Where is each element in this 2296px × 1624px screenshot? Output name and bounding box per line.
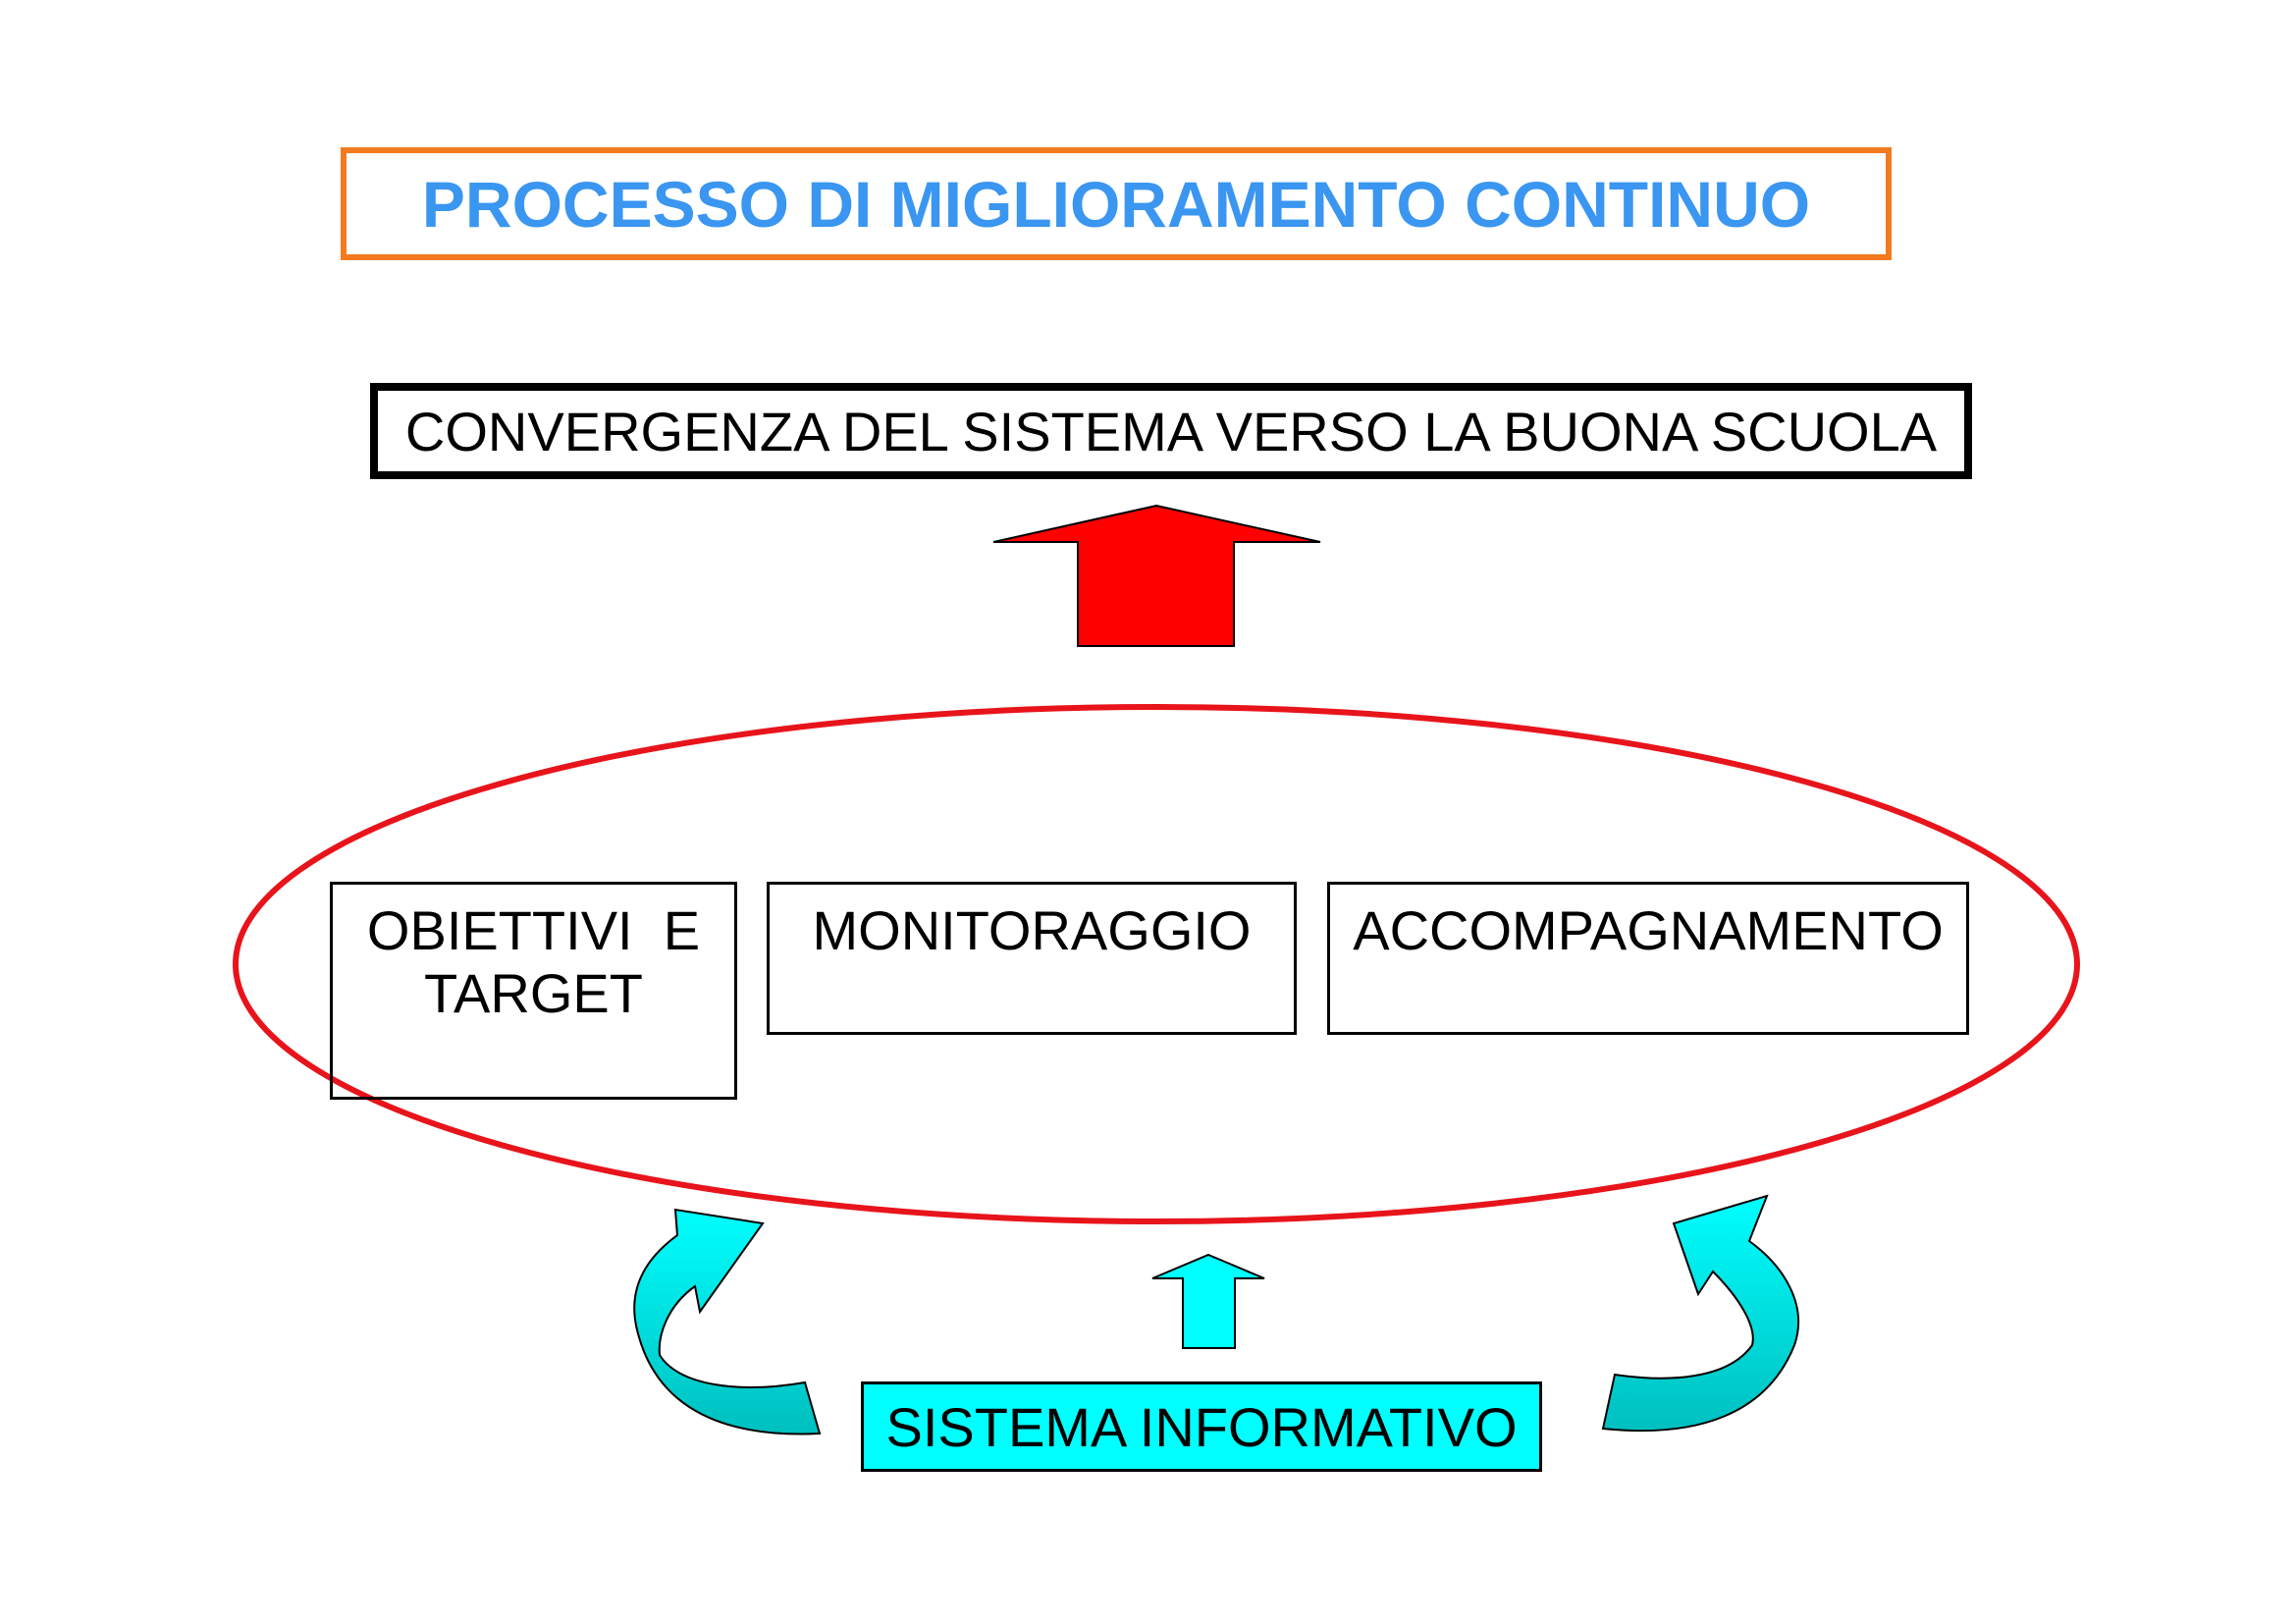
cyan-up-arrow [1151, 1253, 1265, 1349]
support-box: ACCOMPAGNAMENTO [1327, 882, 1969, 1035]
monitoring-label: MONITORAGGIO [812, 899, 1252, 961]
right-curved-arrow [1601, 1194, 1799, 1433]
objectives-box: OBIETTIVI E TARGET [330, 882, 737, 1100]
goal-box: CONVERGENZA DEL SISTEMA VERSO LA BUONA S… [370, 383, 1972, 479]
process-ellipse [233, 704, 2080, 1224]
information-system-box: SISTEMA INFORMATIVO [861, 1381, 1542, 1472]
goal-label: CONVERGENZA DEL SISTEMA VERSO LA BUONA S… [404, 400, 1938, 462]
support-label: ACCOMPAGNAMENTO [1353, 899, 1944, 961]
monitoring-box: MONITORAGGIO [767, 882, 1297, 1035]
title-box: PROCESSO DI MIGLIORAMENTO CONTINUO [341, 147, 1892, 260]
objectives-label-line1: OBIETTIVI E [366, 899, 701, 961]
information-system-label: SISTEMA INFORMATIVO [885, 1395, 1518, 1458]
page-title: PROCESSO DI MIGLIORAMENTO CONTINUO [421, 167, 1811, 241]
left-curved-arrow [633, 1208, 822, 1435]
objectives-label-line2: TARGET [424, 962, 643, 1024]
red-up-arrow [992, 504, 1321, 647]
